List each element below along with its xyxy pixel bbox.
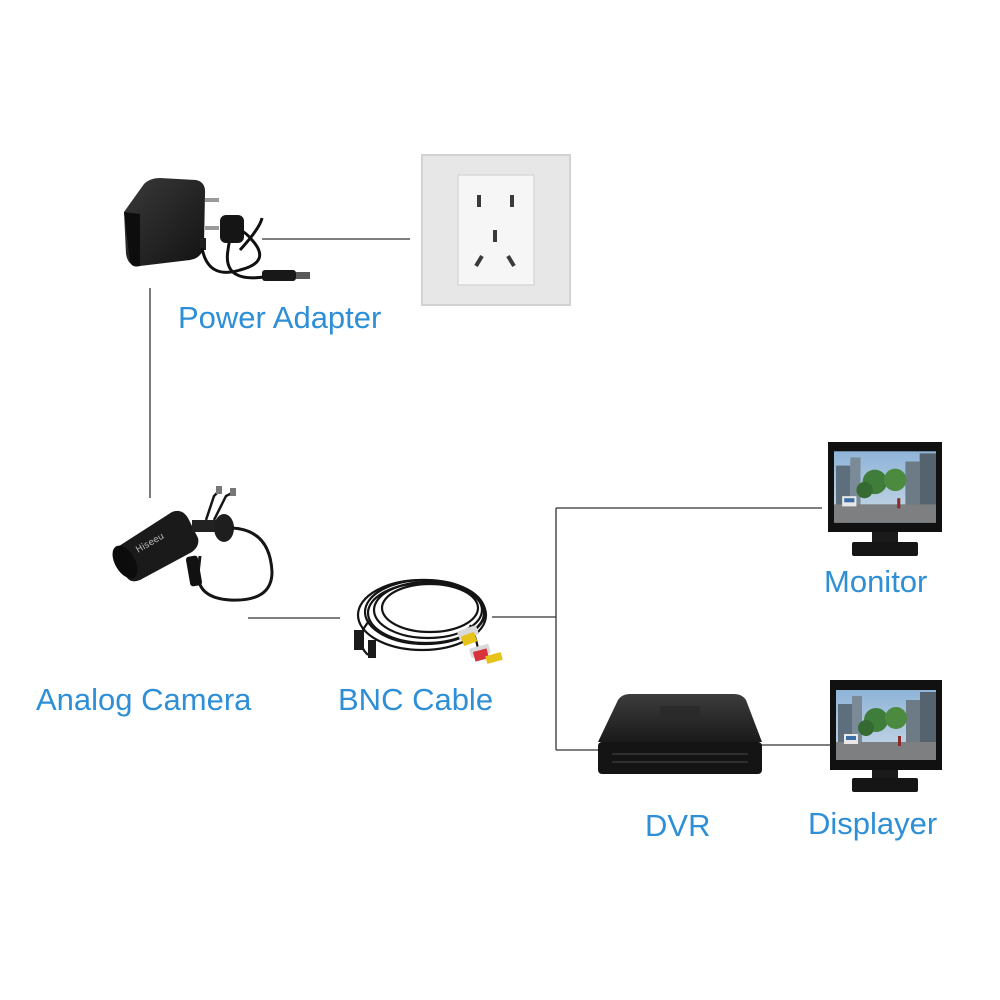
power-adapter-icon xyxy=(124,178,310,281)
dvr-icon xyxy=(598,694,762,774)
power-adapter-label: Power Adapter xyxy=(178,300,382,335)
monitor-label: Monitor xyxy=(824,564,928,599)
connector-lines xyxy=(149,238,830,751)
analog-camera-label: Analog Camera xyxy=(36,682,252,717)
bnc-cable-icon xyxy=(356,578,488,661)
dvr-label: DVR xyxy=(645,808,711,843)
bnc-cable-label: BNC Cable xyxy=(338,682,494,717)
bnc-connectors xyxy=(354,625,503,664)
displayer-icon xyxy=(830,680,942,792)
displayer-label: Displayer xyxy=(808,806,938,841)
monitor-icon xyxy=(828,442,942,556)
wall-socket-icon xyxy=(421,154,571,306)
analog-camera-icon: Hiseeu xyxy=(112,486,274,602)
